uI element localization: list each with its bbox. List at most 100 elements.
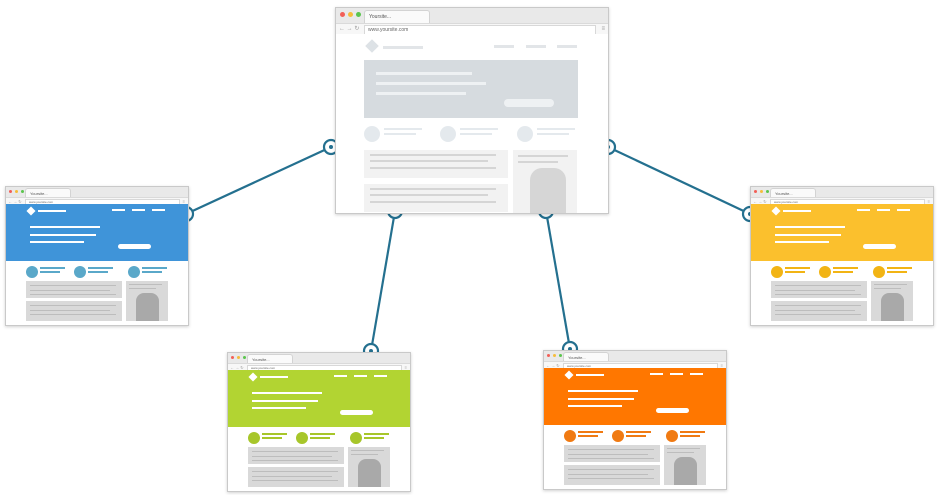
content-line	[30, 285, 116, 286]
url-text: www.yoursite.com	[368, 27, 409, 33]
logo-mark	[365, 39, 379, 53]
nav-link-bar[interactable]	[132, 209, 145, 211]
window-controls	[547, 354, 562, 357]
browser-window-yellow: Yoursite...← → ↻www.yoursite.com≡	[750, 186, 934, 326]
feature-text-bar	[785, 267, 810, 269]
nav-link-bar[interactable]	[877, 209, 890, 211]
content-line	[775, 294, 861, 295]
minimize-button[interactable]	[760, 190, 763, 193]
feature-icon	[128, 266, 140, 278]
feature-text-bar	[887, 271, 907, 273]
content-box	[771, 281, 867, 298]
hero-text-bar	[30, 226, 100, 228]
hero-text-bar	[376, 92, 466, 95]
nav-link-bar[interactable]	[650, 373, 663, 375]
feature-text-bar	[537, 133, 569, 135]
maximize-button[interactable]	[559, 354, 562, 357]
browser-tab[interactable]: Yoursite...	[770, 188, 816, 198]
menu-icon[interactable]: ≡	[927, 199, 930, 204]
nav-link-bar[interactable]	[557, 45, 577, 48]
content-line	[30, 290, 110, 291]
menu-icon[interactable]: ≡	[182, 199, 185, 204]
maximize-button[interactable]	[243, 356, 246, 359]
maximize-button[interactable]	[21, 190, 24, 193]
hero-cta-button[interactable]	[656, 408, 689, 413]
maximize-button[interactable]	[766, 190, 769, 193]
sidebar-line	[518, 161, 558, 163]
site-name-bar	[260, 376, 288, 378]
hero-cta-button[interactable]	[340, 410, 373, 415]
minimize-button[interactable]	[237, 356, 240, 359]
hero-cta-button[interactable]	[118, 244, 151, 249]
menu-icon[interactable]: ≡	[404, 365, 407, 370]
minimize-button[interactable]	[553, 354, 556, 357]
window-controls	[231, 356, 246, 359]
feature-text-bar	[578, 431, 603, 433]
close-button[interactable]	[340, 12, 345, 17]
nav-link-bar[interactable]	[112, 209, 125, 211]
sidebar-image	[881, 293, 904, 321]
content-line	[252, 460, 338, 461]
feature-text-bar	[680, 435, 700, 437]
content-line	[370, 154, 496, 156]
hero-text-bar	[30, 241, 84, 243]
nav-link-bar[interactable]	[152, 209, 165, 211]
tab-label: Yoursite...	[568, 355, 586, 360]
nav-link-bar[interactable]	[857, 209, 870, 211]
nav-arrows-icon[interactable]: ← → ↻	[230, 365, 244, 370]
nav-arrows-icon[interactable]: ← → ↻	[546, 363, 560, 368]
feature-text-bar	[833, 271, 853, 273]
feature-icon	[771, 266, 783, 278]
content-box	[26, 301, 122, 321]
browser-tab[interactable]: Yoursite...	[364, 10, 430, 24]
browser-tab[interactable]: Yoursite...	[25, 188, 71, 198]
browser-tab[interactable]: Yoursite...	[563, 352, 609, 362]
close-button[interactable]	[754, 190, 757, 193]
menu-icon[interactable]: ≡	[601, 26, 605, 32]
browser-window-orange: Yoursite...← → ↻www.yoursite.com≡	[543, 350, 727, 490]
nav-arrows-icon[interactable]: ← → ↻	[753, 199, 767, 204]
nav-link-bar[interactable]	[690, 373, 703, 375]
maximize-button[interactable]	[356, 12, 361, 17]
sidebar-image	[674, 457, 697, 485]
nav-link-bar[interactable]	[334, 375, 347, 377]
sidebar-box	[664, 445, 706, 485]
browser-chrome: Yoursite...← → ↻www.yoursite.com≡	[6, 187, 188, 205]
feature-text-bar	[626, 435, 646, 437]
sidebar-image	[358, 459, 381, 487]
content-line	[568, 469, 654, 470]
feature-icon	[517, 126, 533, 142]
close-button[interactable]	[547, 354, 550, 357]
feature-text-bar	[142, 267, 167, 269]
close-button[interactable]	[231, 356, 234, 359]
feature-icon	[296, 432, 308, 444]
nav-arrows-icon[interactable]: ← → ↻	[8, 199, 22, 204]
tab-label: Yoursite...	[775, 191, 793, 196]
browser-tab[interactable]: Yoursite...	[247, 354, 293, 364]
nav-link-bar[interactable]	[670, 373, 683, 375]
feature-text-bar	[384, 128, 422, 130]
sidebar-line	[518, 155, 568, 157]
content-box	[248, 467, 344, 487]
content-line	[370, 188, 496, 190]
feature-text-bar	[142, 271, 162, 273]
nav-link-bar[interactable]	[526, 45, 546, 48]
nav-link-bar[interactable]	[494, 45, 514, 48]
close-button[interactable]	[9, 190, 12, 193]
nav-arrows-icon[interactable]: ← → ↻	[339, 26, 360, 32]
minimize-button[interactable]	[15, 190, 18, 193]
feature-text-bar	[364, 433, 389, 435]
minimize-button[interactable]	[348, 12, 353, 17]
hero-cta-button[interactable]	[504, 99, 554, 107]
tab-label: Yoursite...	[369, 14, 392, 20]
nav-link-bar[interactable]	[374, 375, 387, 377]
hero-text-bar	[252, 407, 306, 409]
menu-icon[interactable]: ≡	[720, 363, 723, 368]
page-content	[751, 204, 933, 325]
hero-cta-button[interactable]	[863, 244, 896, 249]
sidebar-box	[348, 447, 390, 487]
nav-link-bar[interactable]	[897, 209, 910, 211]
nav-link-bar[interactable]	[354, 375, 367, 377]
page-content	[228, 370, 410, 491]
feature-text-bar	[40, 267, 65, 269]
